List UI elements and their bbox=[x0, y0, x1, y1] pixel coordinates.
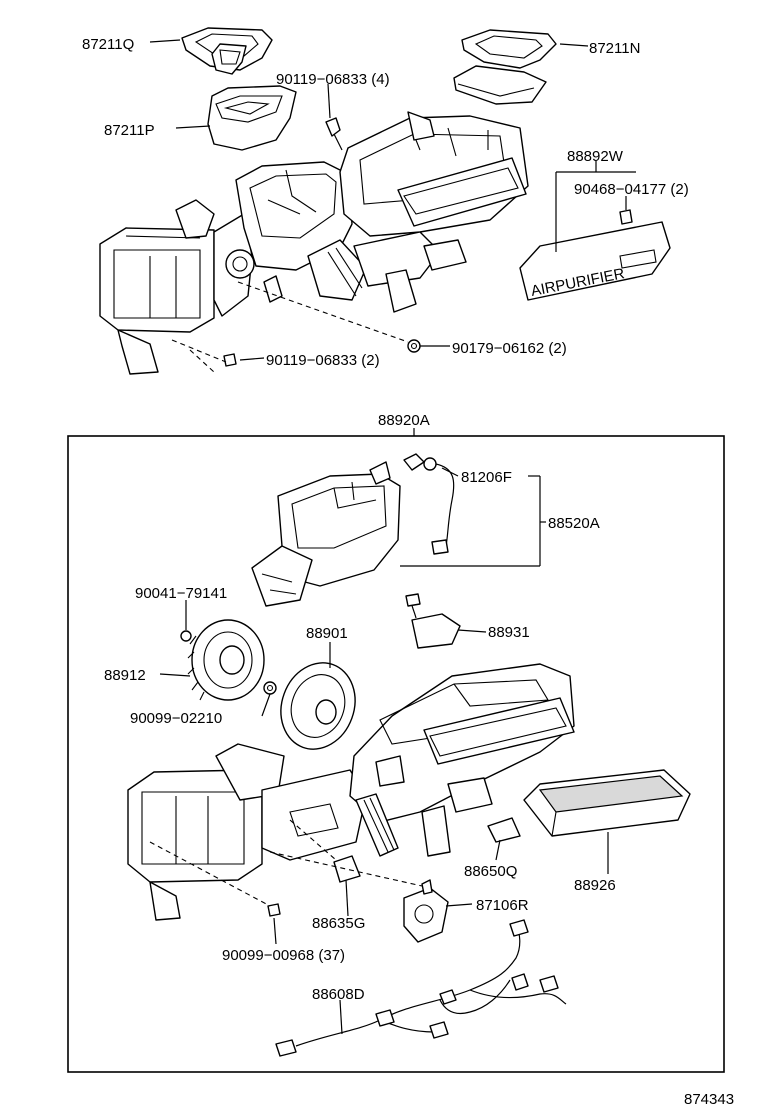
label-88912: 88912 bbox=[104, 667, 146, 684]
washer-90099-02210 bbox=[263, 681, 277, 695]
relay-88635g bbox=[333, 855, 361, 883]
blower-fan-88912 bbox=[187, 619, 265, 701]
nut-90041 bbox=[180, 600, 192, 642]
label-81206f: 81206F bbox=[461, 469, 512, 486]
label-90468-04177: 90468−04177 (2) bbox=[574, 181, 689, 198]
heater-unit-assembly bbox=[99, 111, 529, 375]
blower-motor-88901 bbox=[280, 642, 356, 750]
label-90179-06162: 90179−06162 (2) bbox=[452, 340, 567, 357]
label-90099-02210: 90099−02210 bbox=[130, 710, 222, 727]
label-88608d: 88608D bbox=[312, 986, 365, 1003]
module-88931 bbox=[405, 593, 461, 649]
duct-87211p bbox=[207, 85, 297, 151]
label-88520a: 88520A bbox=[548, 515, 600, 532]
screw-90099-00968 bbox=[267, 903, 281, 917]
label-88901: 88901 bbox=[306, 625, 348, 642]
nut-90179 bbox=[407, 339, 421, 353]
filter-tray-88926 bbox=[523, 769, 691, 837]
label-87211q: 87211Q bbox=[82, 36, 134, 53]
label-88635g: 88635G bbox=[312, 915, 365, 932]
wire-harness-88608d bbox=[275, 919, 567, 1057]
screw-90119-top bbox=[325, 117, 343, 151]
sensor-88650q bbox=[487, 817, 521, 843]
blower-case-88520a bbox=[251, 461, 401, 607]
label-90119-06833-2: 90119−06833 (2) bbox=[266, 352, 380, 369]
duct-87211n bbox=[453, 29, 557, 105]
sensor-harness-81206f bbox=[403, 453, 455, 555]
label-88931: 88931 bbox=[488, 624, 530, 641]
heater-unit-lower bbox=[127, 663, 575, 921]
label-90041-79141: 90041−79141 bbox=[135, 585, 227, 602]
label-88926: 88926 bbox=[574, 877, 616, 894]
duct-87211q bbox=[181, 27, 273, 75]
assembly-88920a-frame bbox=[67, 435, 725, 1073]
label-88650q: 88650Q bbox=[464, 863, 517, 880]
servo-motor-87106r bbox=[403, 879, 449, 943]
screw-90119-bottom bbox=[223, 353, 237, 367]
label-87211n: 87211N bbox=[589, 40, 640, 57]
clip-90468 bbox=[619, 209, 633, 225]
label-90119-06833-4: 90119−06833 (4) bbox=[276, 71, 390, 88]
air-purifier-filter: AIRPURIFIER bbox=[519, 221, 671, 301]
label-88892w: 88892W bbox=[567, 148, 624, 165]
diagram-id: 874343 bbox=[684, 1091, 734, 1108]
label-87211p: 87211P bbox=[104, 122, 155, 139]
label-88920a: 88920A bbox=[378, 412, 430, 429]
label-87106r: 87106R bbox=[476, 897, 529, 914]
label-90099-00968: 90099−00968 (37) bbox=[222, 947, 345, 964]
